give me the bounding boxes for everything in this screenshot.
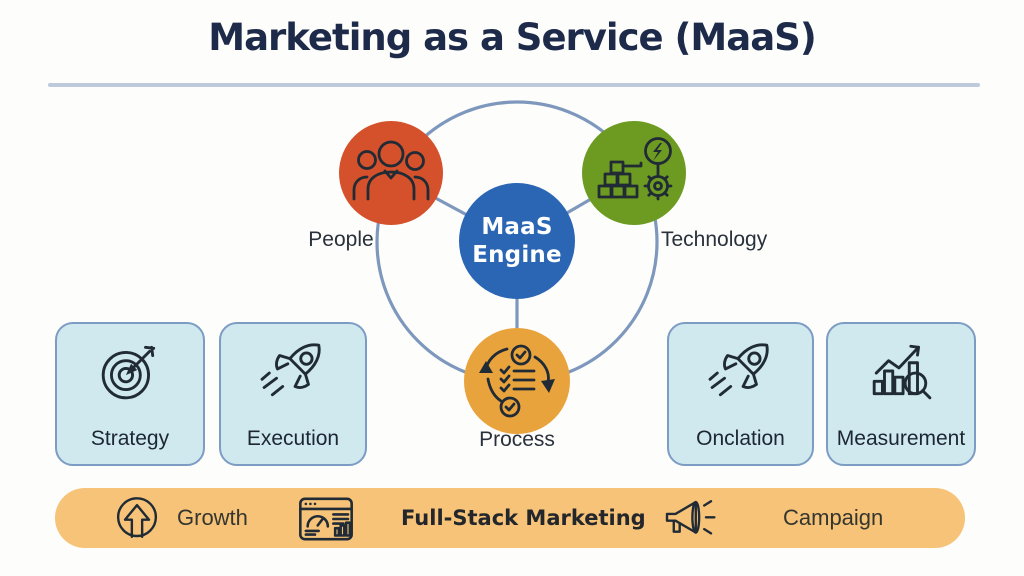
rocket-icon [708, 343, 769, 397]
maas-engine-node [459, 183, 575, 299]
page-title: Marketing as a Service (MaaS) [208, 16, 816, 59]
megaphone-icon [665, 500, 716, 535]
bar-label-growth: Growth [177, 505, 248, 530]
card-onclation: Onclation [667, 322, 814, 466]
bar-chart-magnifier-icon [872, 344, 932, 400]
bar-label-full-stack-marketing: Full-Stack Marketing [401, 506, 646, 530]
card-label-onclation: Onclation [696, 427, 785, 450]
hub-center-line2: Engine [472, 242, 562, 268]
technology-node [582, 121, 686, 225]
node-label-process: Process [479, 428, 555, 451]
node-label-people: People [308, 228, 374, 251]
title-divider [48, 83, 980, 87]
card-strategy: Strategy [55, 322, 205, 466]
process-node [464, 328, 570, 434]
rocket-icon [260, 343, 321, 397]
bottom-bar: Growth Full-Stack Marketing [55, 488, 965, 548]
dashboard-icon [299, 497, 353, 541]
technology-icon [597, 137, 673, 201]
node-label-technology: Technology [661, 228, 768, 251]
people-icon [352, 140, 430, 201]
card-execution: Execution [219, 322, 367, 466]
process-icon [479, 344, 555, 418]
target-icon [101, 345, 156, 400]
bar-label-campaign: Campaign [783, 505, 884, 530]
card-label-strategy: Strategy [90, 427, 170, 450]
card-label-measurement: Measurement [836, 427, 966, 450]
card-label-execution: Execution [246, 427, 340, 450]
card-measurement: Measurement [826, 322, 976, 466]
growth-arrow-icon [116, 497, 158, 539]
people-node [339, 121, 443, 225]
hub-center-line1: MaaS [481, 214, 553, 240]
hub-center-label: MaaS Engine [457, 213, 577, 269]
